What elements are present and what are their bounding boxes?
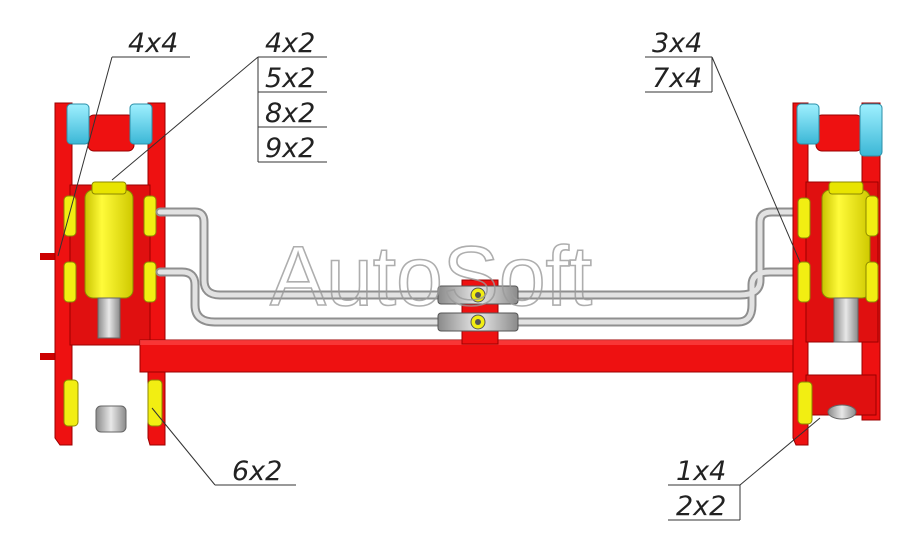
main-cross-beam (139, 339, 806, 373)
callout-stack-right-top-2: 7x4 (652, 63, 702, 94)
left-cylinder-rod (97, 297, 121, 339)
right-bracket-assembly (792, 102, 883, 446)
right-roller-cap-a (796, 103, 820, 145)
callout-stack-right-bottom-1: 1x4 (676, 456, 726, 487)
right-cylinder-top-cap (828, 181, 864, 195)
right-bushing-4 (865, 261, 879, 303)
left-bracket-assembly (40, 102, 166, 446)
right-bushing-2 (865, 195, 879, 237)
leader-stack-top (111, 56, 259, 181)
left-bushing-3 (63, 261, 77, 303)
pipe-right-upper (512, 209, 803, 298)
right-cylinder-rod (833, 297, 859, 343)
center-fittings (437, 285, 519, 332)
left-bottom-pin (95, 405, 127, 433)
right-bushing-3 (797, 261, 811, 303)
left-bushing-2 (143, 195, 157, 237)
fitting-lower-bore (475, 319, 481, 325)
leader-stack-right-bottom (739, 417, 821, 486)
callout-stack-right-bottom-2: 2x2 (676, 491, 726, 522)
callout-4x4: 4x4 (128, 28, 178, 59)
left-bushing-5 (63, 379, 79, 427)
callout-stack-top-3: 8x2 (265, 98, 315, 129)
left-roller-cap-a (66, 103, 90, 145)
right-hydraulic-cylinder (821, 189, 871, 299)
left-bushing-4 (143, 261, 157, 303)
pipe-left-upper (157, 209, 443, 298)
watermark-text: AutoSoft (270, 229, 592, 323)
right-roller-hub (815, 114, 863, 152)
right-bottom-pin (827, 404, 857, 420)
fitting-upper-bore (475, 292, 481, 298)
leader-6x2 (151, 407, 216, 486)
right-bushing-5 (797, 381, 813, 425)
left-bushing-1 (63, 195, 77, 237)
pipe-left-lower (157, 269, 443, 325)
pipe-right-lower (512, 269, 803, 325)
right-roller-cap-b (859, 103, 883, 157)
right-bushing-1 (797, 197, 811, 239)
callout-stack-top-4: 9x2 (265, 133, 315, 164)
left-cylinder-top-cap (91, 181, 127, 195)
left-bushing-6 (147, 379, 163, 427)
callout-6x2: 6x2 (232, 456, 282, 487)
callout-stack-top-1: 4x2 (265, 28, 315, 59)
left-hydraulic-cylinder (84, 189, 134, 299)
leader-stack-right-top (711, 56, 801, 263)
hydraulic-lines (155, 207, 805, 327)
leader-4x4 (57, 56, 113, 257)
callout-stack-top-2: 5x2 (265, 63, 315, 94)
callout-stack-right-top-1: 3x4 (652, 28, 702, 59)
leader-lines (57, 56, 821, 521)
left-pin-stub-upper (40, 253, 62, 260)
left-roller-cap-b (129, 103, 153, 145)
